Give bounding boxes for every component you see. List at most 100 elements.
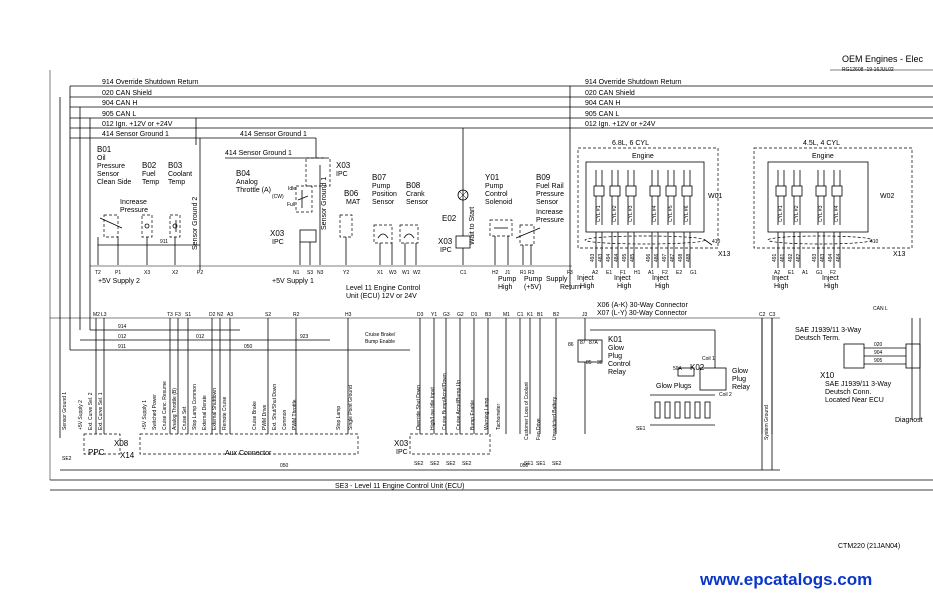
svg-text:SE2: SE2 bbox=[462, 461, 472, 467]
aux-pin-label: Single Point Ground bbox=[348, 385, 354, 430]
ecu-pin: Y2 bbox=[343, 270, 349, 276]
ecu-pin: A1 bbox=[648, 270, 654, 276]
svg-text:X03: X03 bbox=[394, 439, 409, 448]
ecu-pin: E1 bbox=[606, 270, 612, 276]
ecu-pin: R3 bbox=[528, 270, 535, 276]
x03-ipc-id: X03 bbox=[336, 161, 351, 170]
ecu-pin: H3 bbox=[345, 312, 352, 318]
svg-text:Pressure: Pressure bbox=[97, 163, 125, 170]
ecu-pin: J3 bbox=[582, 312, 588, 318]
b02-sensor-box bbox=[141, 214, 153, 238]
svg-text:Fuel Rail: Fuel Rail bbox=[536, 183, 564, 190]
svg-text:(CW): (CW) bbox=[272, 194, 284, 200]
glow-plug-icon bbox=[684, 401, 691, 419]
ecu-pin: S2 bbox=[265, 312, 271, 318]
ecu-pin: N3 bbox=[317, 270, 324, 276]
ecu-pin: M1 bbox=[503, 312, 510, 318]
ecu-pin: R2 bbox=[293, 312, 300, 318]
svg-text:SAE J1939/11 3-Way: SAE J1939/11 3-Way bbox=[825, 381, 892, 388]
ppc-pin-label: Ext. Curve Sel. 1 bbox=[98, 392, 104, 430]
ecu-pin: M2 bbox=[93, 312, 100, 318]
x03-ipc-frame bbox=[409, 433, 491, 455]
ecu-pin: K1 bbox=[527, 312, 533, 318]
glow-plug-circuit: 86 87 87A 85 30 K01 Glow Plug Control Re… bbox=[568, 329, 750, 432]
bus-label-914-r: 914 Override Shutdown Return bbox=[585, 79, 682, 86]
wire-number: 482 bbox=[796, 253, 802, 262]
svg-text:Oil: Oil bbox=[97, 155, 106, 162]
svg-text:Coolant: Coolant bbox=[168, 171, 192, 178]
bus-label-012: 012 Ign. +12V or +24V bbox=[102, 121, 173, 128]
aux-pin-label: Remote Cruise bbox=[222, 396, 228, 430]
ecu-pin: X3 bbox=[144, 270, 150, 276]
svg-text:Sensor Ground 1: Sensor Ground 1 bbox=[321, 177, 328, 230]
sae-term-connector bbox=[843, 343, 865, 369]
svg-text:Y01: Y01 bbox=[485, 173, 500, 182]
ecu-pin: B2 bbox=[553, 312, 559, 318]
ecu-pin: G3 bbox=[443, 312, 450, 318]
ecu-pin: G1 bbox=[690, 270, 697, 276]
svg-text:Supply: Supply bbox=[546, 276, 568, 283]
aux-pin-label: Ext. Shut/Shut Down bbox=[272, 384, 278, 430]
svg-text:Wait to Start: Wait to Start bbox=[469, 207, 476, 245]
b07-box bbox=[373, 224, 393, 244]
ecu-pin: F3 bbox=[567, 270, 573, 276]
svg-text:Pump: Pump bbox=[372, 183, 390, 190]
can-termination: SAE J1939/11 3-Way Deutsch Term. 020 904… bbox=[761, 306, 923, 470]
svg-text:012: 012 bbox=[196, 334, 205, 340]
svg-text:30: 30 bbox=[597, 360, 603, 366]
ipc-pin-label: Cruise Accel/Bump Up bbox=[456, 380, 462, 430]
bus-label-020-r: 020 CAN Shield bbox=[585, 90, 635, 97]
svg-text:Glow: Glow bbox=[608, 345, 625, 352]
bus-label-012-r: 012 Ign. +12V or +24V bbox=[585, 121, 656, 128]
ecu-pin: H2 bbox=[492, 270, 499, 276]
svg-text:Pressure: Pressure bbox=[536, 191, 564, 198]
wire-number: 493 bbox=[590, 253, 596, 262]
svg-text:Engine: Engine bbox=[632, 153, 654, 160]
ecu-pin: F1 bbox=[620, 270, 626, 276]
svg-text:Return: Return bbox=[560, 284, 581, 291]
b04-id: B04 bbox=[236, 169, 251, 178]
bus-label-904-r: 904 CAN H bbox=[585, 100, 620, 107]
svg-text:4.5L, 4 CYL: 4.5L, 4 CYL bbox=[803, 140, 840, 147]
svg-text:MAT: MAT bbox=[346, 199, 361, 206]
k02-relay bbox=[699, 367, 727, 391]
sensor-ground-label-mid: 414 Sensor Ground 1 bbox=[240, 131, 307, 138]
engine-6cyl-frame bbox=[577, 147, 719, 249]
svg-text:IPC: IPC bbox=[272, 239, 284, 246]
svg-text:Glow Plugs: Glow Plugs bbox=[656, 383, 692, 390]
svg-text:Plug: Plug bbox=[608, 353, 622, 360]
wire-number: 483 bbox=[598, 253, 604, 262]
ecu-pin: Y1 bbox=[431, 312, 437, 318]
ecu-pin: A2 bbox=[592, 270, 598, 276]
glow-plug-icon bbox=[664, 401, 671, 419]
ecu-pin: E2 bbox=[676, 270, 682, 276]
svg-text:Position: Position bbox=[372, 191, 397, 198]
svg-text:W02: W02 bbox=[880, 193, 895, 200]
svg-text:Relay: Relay bbox=[732, 384, 750, 391]
svg-text:B09: B09 bbox=[536, 173, 551, 182]
ppc-pin-label: +5V Supply 2 bbox=[78, 400, 84, 430]
svg-text:Pressure: Pressure bbox=[120, 207, 148, 214]
cylinder-label: CYL #4 bbox=[834, 205, 840, 222]
ecu-pin: P1 bbox=[115, 270, 121, 276]
signal-label: Customer Loss of Coolant bbox=[524, 382, 530, 440]
b08-box bbox=[399, 224, 419, 244]
wire-number: 497 bbox=[662, 253, 668, 262]
svg-text:Cruise Brake/: Cruise Brake/ bbox=[365, 332, 396, 338]
aux-pin-label: +5V Supply 1 bbox=[142, 400, 148, 430]
svg-text:904: 904 bbox=[874, 350, 883, 356]
k01-relay bbox=[577, 339, 603, 363]
svg-text:Control: Control bbox=[485, 191, 508, 198]
svg-text:Inject: Inject bbox=[772, 275, 789, 282]
svg-text:X13: X13 bbox=[718, 251, 731, 258]
wire-number: 498 bbox=[678, 253, 684, 262]
aux-pin-label: Stop Lamp bbox=[336, 406, 342, 430]
ecu-pin: A3 bbox=[227, 312, 233, 318]
svg-text:X14: X14 bbox=[120, 451, 135, 460]
glow-plug-icon bbox=[654, 401, 661, 419]
aux-pin-label: PWM Throttle bbox=[292, 399, 298, 430]
ecu-pin: C1 bbox=[517, 312, 524, 318]
svg-text:Sensor: Sensor bbox=[372, 199, 395, 206]
